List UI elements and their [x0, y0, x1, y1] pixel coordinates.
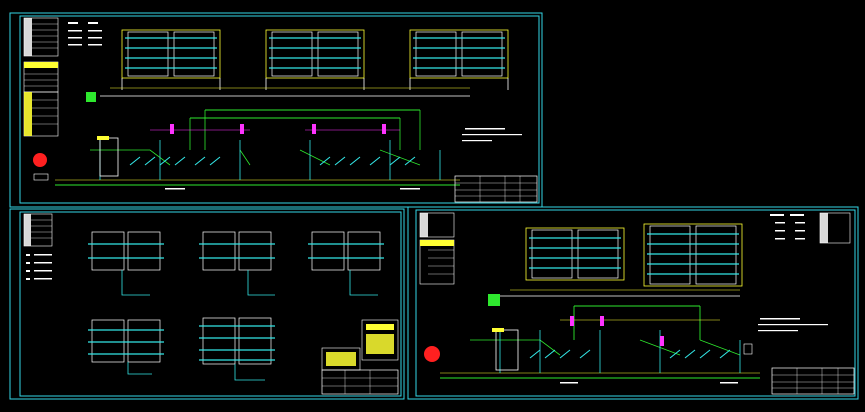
notes-block: [68, 22, 102, 46]
sheet-inner-border: [19, 211, 402, 397]
sheet-outer-border: [9, 208, 405, 400]
branch-pipes: [529, 349, 731, 359]
branch-pipes: [129, 156, 416, 166]
sheet-inner-border: [415, 209, 856, 397]
unit-schematic-1: [88, 231, 164, 296]
legend-block: [23, 17, 59, 137]
sheet-top-left[interactable]: [9, 12, 543, 208]
unit-schematic-3: [308, 231, 384, 296]
unit-schematic-4: [88, 319, 164, 375]
sheet-outer-border: [9, 12, 543, 208]
annotation-text: [165, 128, 522, 190]
pump-icon: [33, 153, 47, 167]
equipment-marks: [33, 92, 386, 181]
riser-group-right: [643, 223, 743, 287]
riser-group-2: [265, 29, 365, 90]
pipe-network-main: [55, 87, 470, 186]
equipment-marks: [424, 294, 753, 371]
pump-icon: [424, 346, 440, 362]
title-block: [321, 319, 399, 395]
title-block: [454, 175, 538, 203]
riser-group-left: [525, 227, 625, 281]
unit-schematic-5: [199, 317, 275, 381]
sheet-bottom-left[interactable]: [9, 208, 405, 400]
sheet-bottom-right[interactable]: [407, 206, 859, 400]
sheet-inner-border: [19, 15, 540, 204]
riser-group-1: [121, 29, 221, 90]
annotation-text: [560, 318, 828, 384]
legend-block: [419, 212, 851, 285]
sheet-outer-border: [407, 206, 859, 400]
legend-block: [23, 213, 53, 280]
title-block: [771, 367, 855, 395]
unit-schematic-2: [199, 231, 275, 296]
